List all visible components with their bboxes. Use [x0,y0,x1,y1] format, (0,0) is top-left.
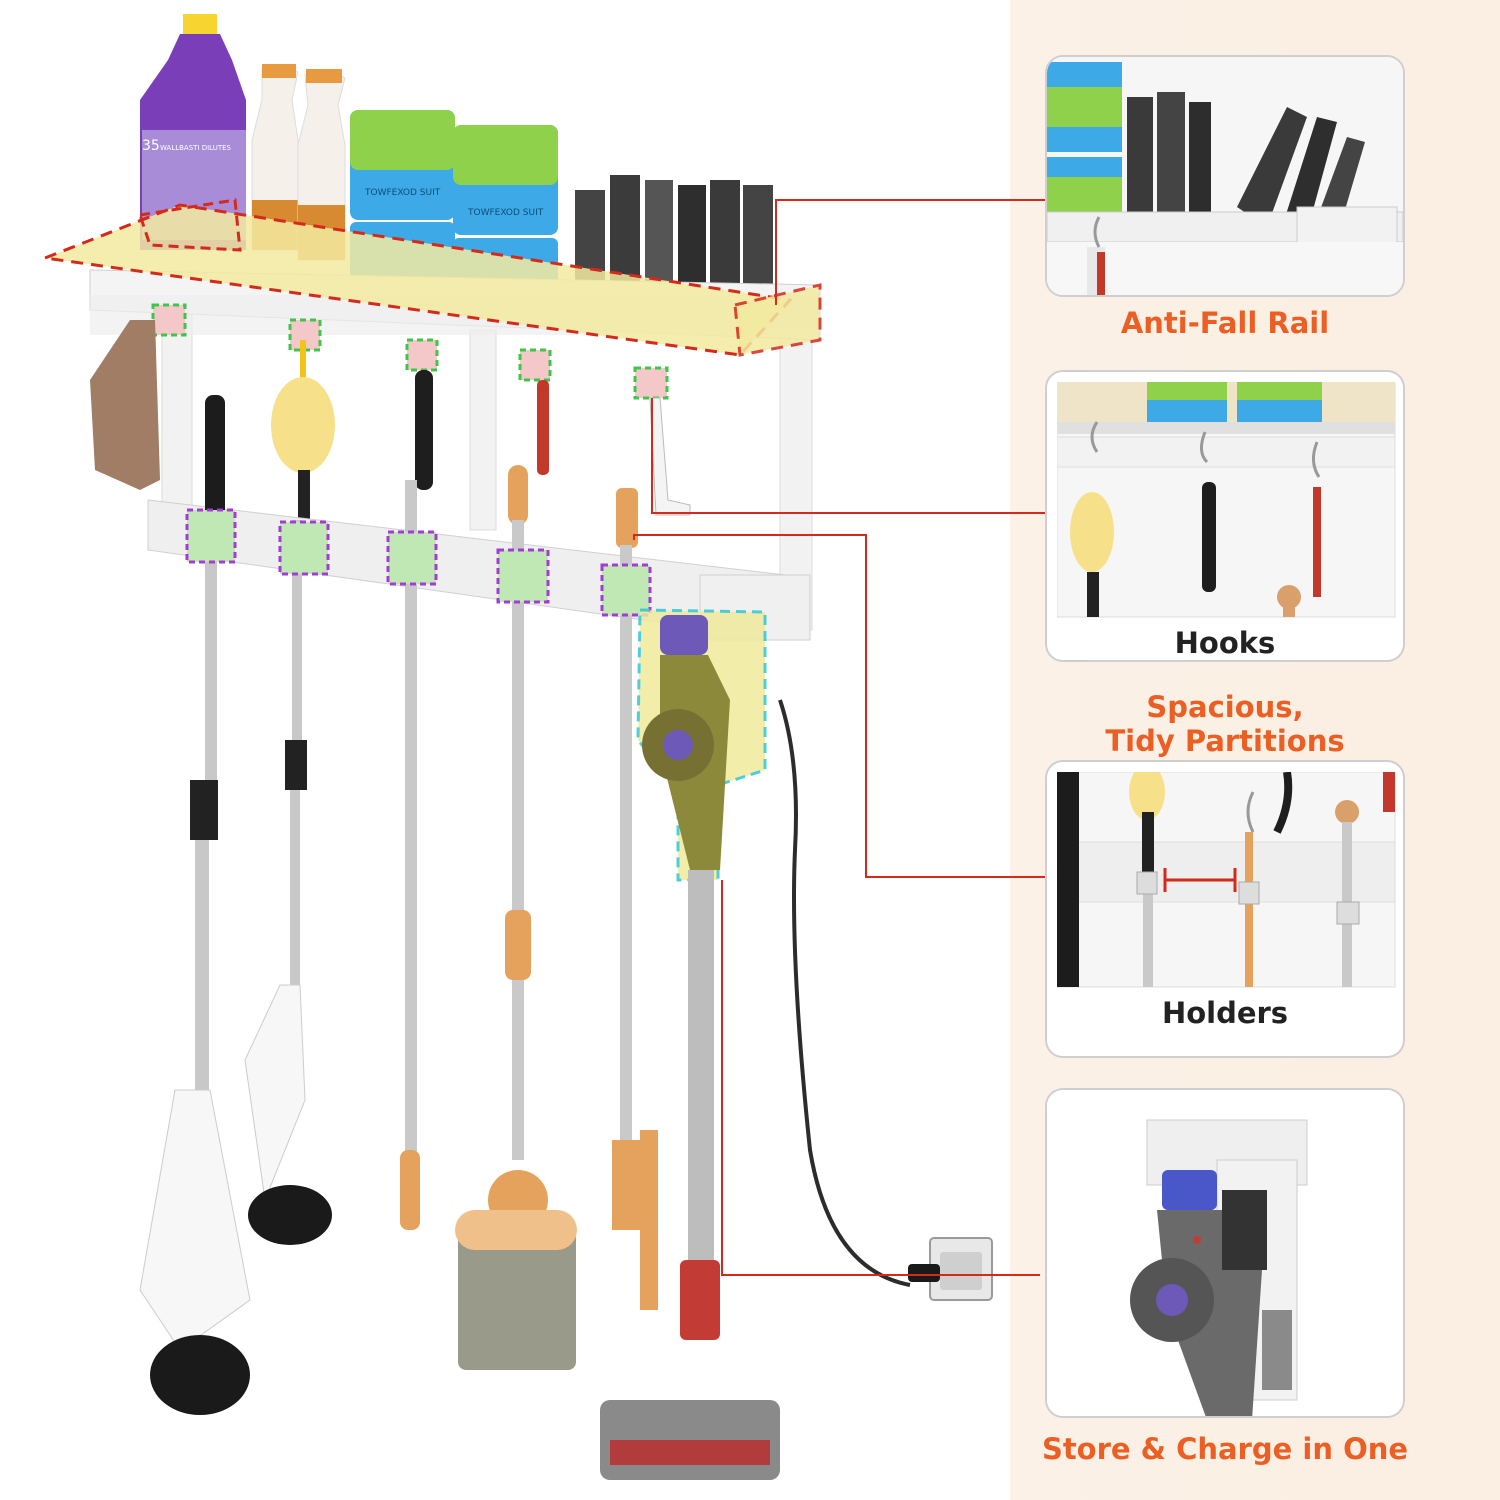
power-cord [778,699,911,1287]
hooks-label: Hooks [1174,626,1276,660]
wall-organizer-illustration: 35 WALLBASTI DILUTES TOWFEXOD SUIT TOWFE… [39,14,993,1480]
spacious-partitions-line1: Spacious, [1146,690,1304,724]
anti-fall-rail-label: Anti-Fall Rail [1120,306,1330,340]
mop-squeegee [612,488,658,1310]
holders-card [1045,760,1405,1058]
white-brush [649,397,691,516]
squeegee-pole [400,480,420,1230]
towel [90,320,160,490]
spacious-partitions-heading: Spacious, Tidy Partitions [1015,690,1435,758]
wipe-boxes: TOWFEXOD SUIT TOWFEXOD SUIT [350,110,558,298]
vacuum-attachments [575,175,773,310]
bottle-size-label: 35 [142,138,160,154]
holders-label: Holders [1161,996,1289,1030]
hooks-detail-image [1057,382,1396,618]
spin-scrubber-2 [244,520,332,1245]
broom [455,465,577,1370]
store-charge-detail-image [1047,1090,1403,1416]
store-charge-card [1045,1088,1405,1418]
hook-markers [151,303,669,400]
duster [271,340,335,520]
holders-detail-image [1057,772,1396,988]
red-brush [537,380,549,475]
black-brush [415,370,433,490]
hooks-card [1045,370,1405,662]
shelf-upright-left [161,299,193,521]
wipe-box-label-2: TOWFEXOD SUIT [467,208,544,218]
anti-fall-rail-card [1045,55,1405,297]
cleaner-bottle: 35 WALLBASTI DILUTES [140,14,246,250]
bottle-brand-label: WALLBASTI DILUTES [160,144,232,152]
wipe-box-label-1: TOWFEXOD SUIT [364,188,441,198]
spin-scrubber-1 [139,395,251,1415]
store-charge-label: Store & Charge in One [1041,1432,1409,1466]
holder-markers [185,508,652,617]
shelf-upright-middle [469,329,497,531]
wall-outlet [908,1237,993,1301]
anti-fall-rail-detail-image [1047,57,1403,295]
spacious-partitions-line2: Tidy Partitions [1105,724,1345,758]
